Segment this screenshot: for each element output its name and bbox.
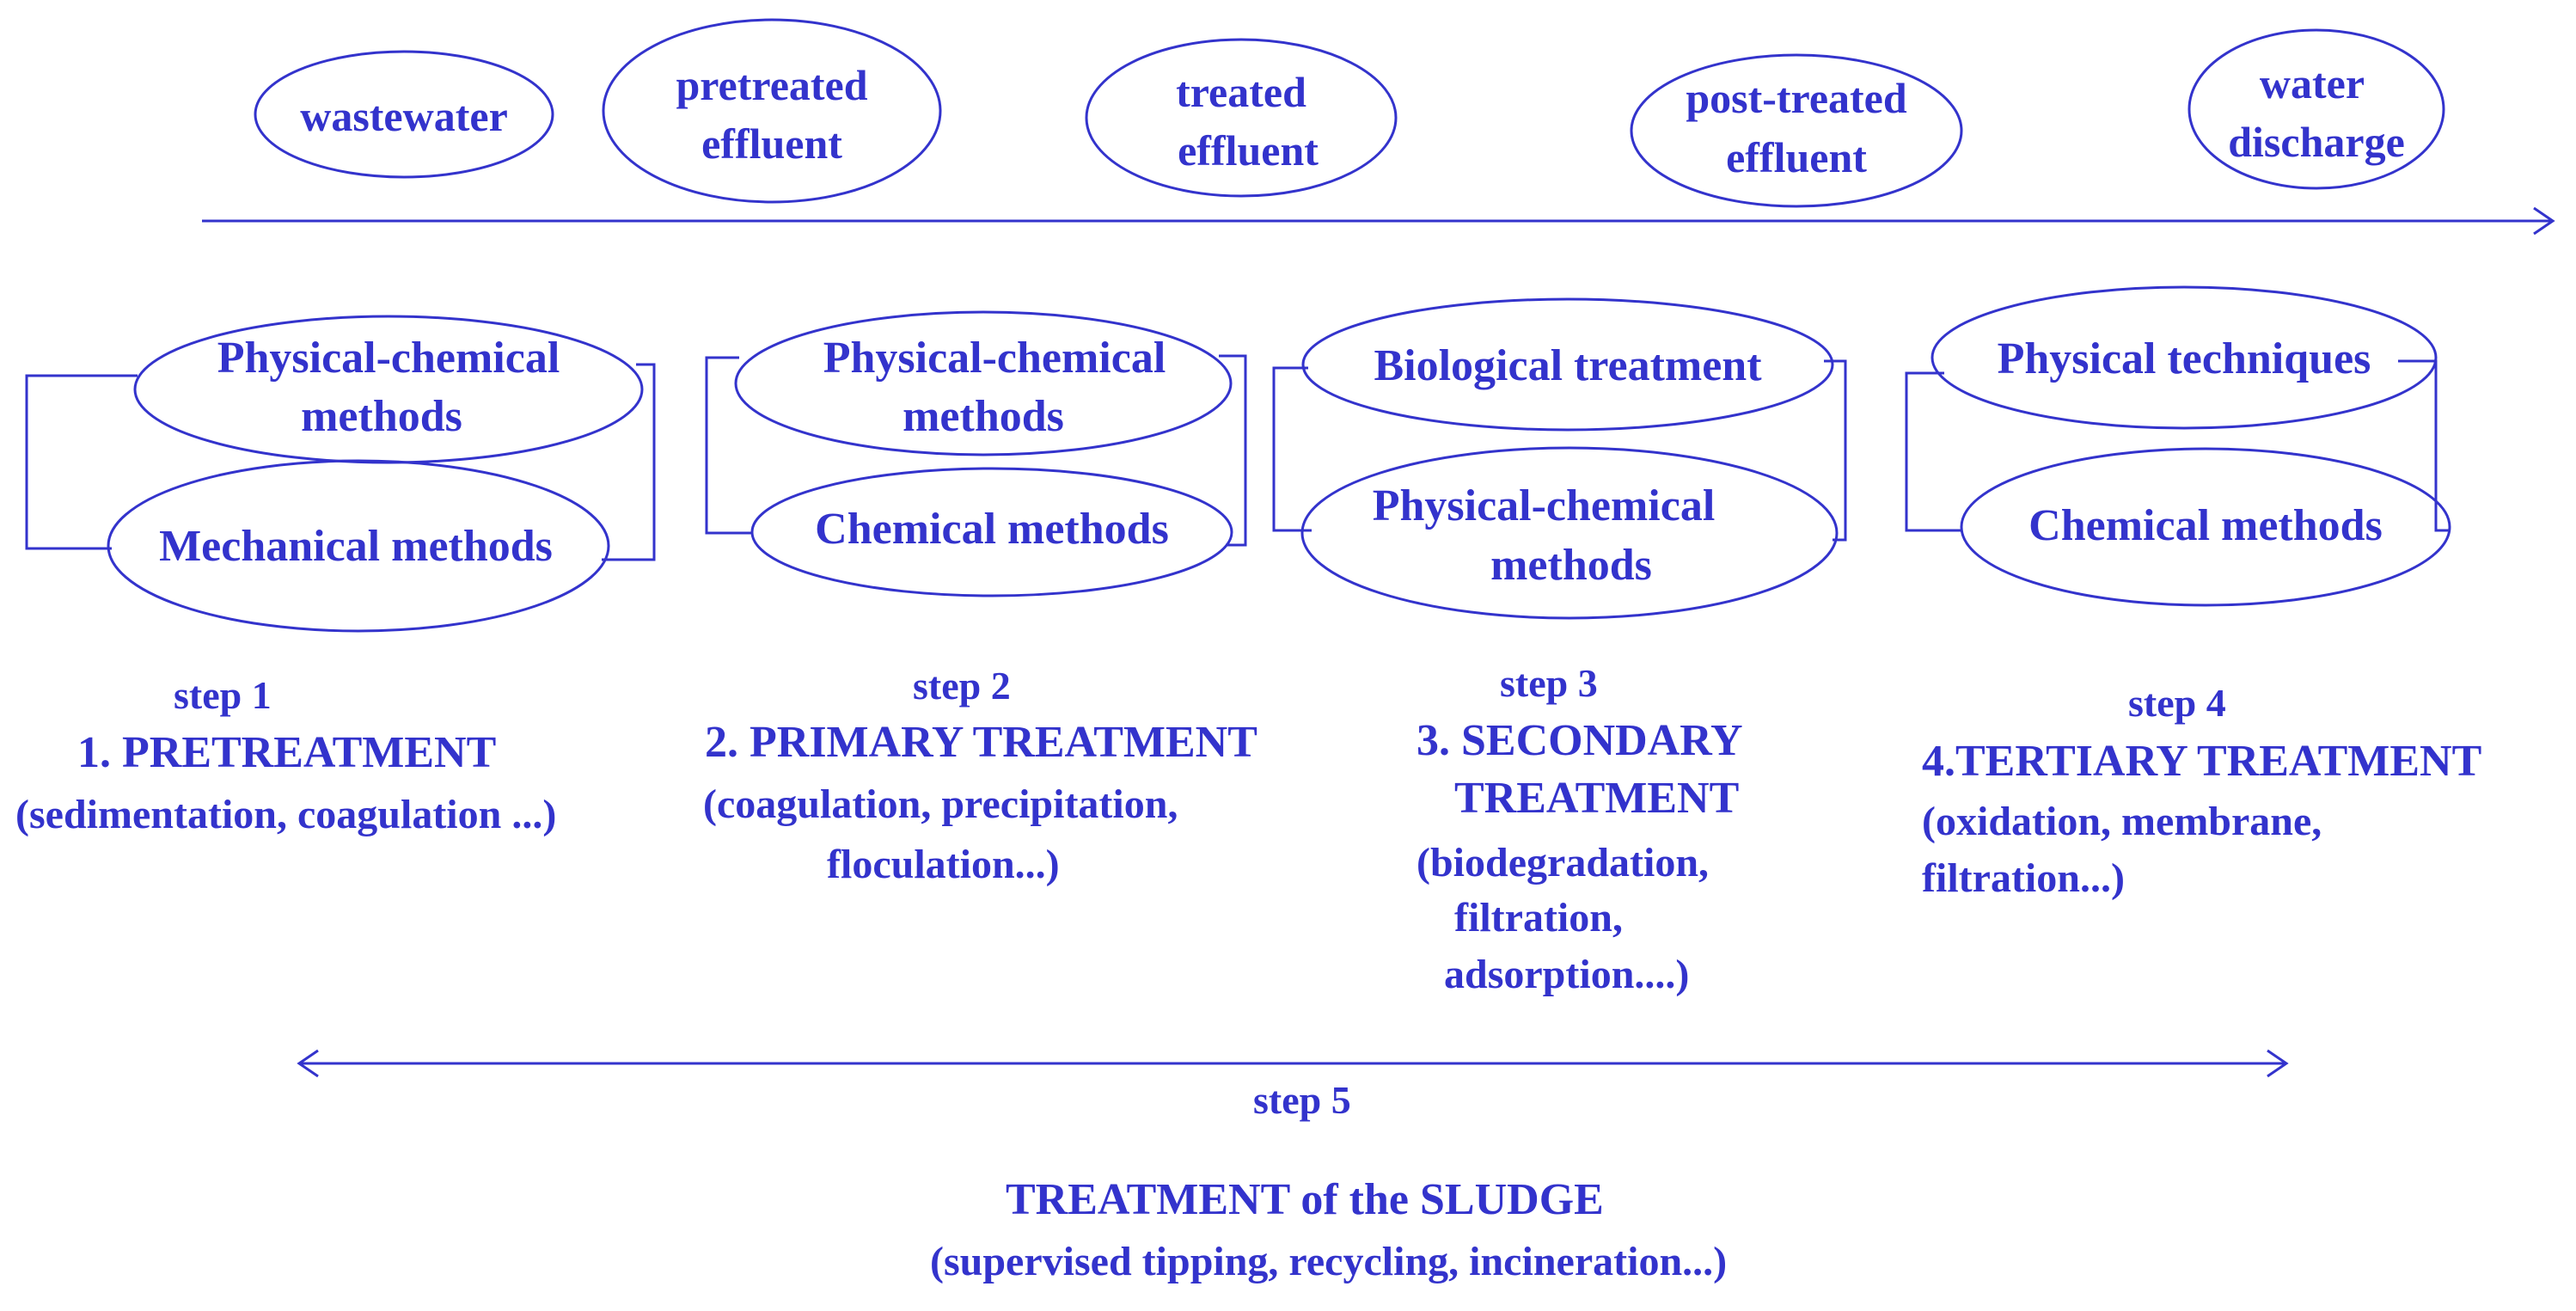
sludge-double-arrow (297, 1049, 2289, 1078)
g4-chemical-label: Chemical methods (2028, 501, 2383, 550)
step4-desc-line1: (oxidation, membrane, (1922, 799, 2322, 844)
step4-label: step 4 (2128, 681, 2226, 725)
pretreatment-methods-group (25, 315, 656, 633)
post-treated-effluent-node (1630, 53, 1963, 208)
g3-physical-chemical-node (1300, 446, 1839, 620)
step1-desc: (sedimentation, coagulation ...) (15, 792, 557, 837)
g4-left-bracket (1905, 371, 1961, 532)
process-flow-arrow (202, 206, 2555, 236)
g2-physical-chemical-node (734, 310, 1233, 456)
secondary-methods-group (1272, 297, 1847, 620)
treated-label-line1: treated (1176, 68, 1306, 116)
step2-desc-line2: floculation...) (827, 842, 1060, 887)
tertiary-methods-group (1905, 285, 2451, 607)
g4-physical-techniques-label: Physical techniques (1997, 334, 2371, 383)
g3-physical-chemical-label-line1: Physical-chemical (1372, 481, 1716, 530)
post-treated-label-line1: post-treated (1686, 74, 1907, 122)
step3-label: step 3 (1500, 661, 1598, 705)
discharge-label-line1: water (2259, 59, 2365, 107)
step1-label: step 1 (174, 673, 272, 717)
treated-effluent-node (1085, 38, 1398, 198)
wastewater-node (254, 50, 554, 179)
g3-right-bracket (1824, 359, 1847, 542)
step2-desc-line1: (coagulation, precipitation, (703, 781, 1178, 827)
primary-methods-group (705, 310, 1247, 597)
g1-physical-chemical-label-line2: methods (301, 392, 462, 441)
step3-desc-line3: adsorption....) (1444, 952, 1690, 997)
g1-mechanical-label: Mechanical methods (159, 522, 553, 571)
g2-chemical-label: Chemical methods (815, 505, 1169, 554)
pretreated-label-line1: pretreated (676, 61, 868, 109)
g4-physical-techniques-node (1930, 285, 2438, 430)
g3-physical-chemical-label-line2: methods (1490, 541, 1652, 590)
g1-left-bracket (25, 374, 138, 550)
step1-title: 1. PRETREATMENT (77, 728, 497, 777)
step5-desc: (supervised tipping, recycling, incinera… (930, 1239, 1728, 1284)
step3-title-line2: TREATMENT (1454, 774, 1740, 823)
step5-title: TREATMENT of the SLUDGE (1006, 1175, 1604, 1224)
g1-right-bracket (602, 363, 656, 561)
step2-label: step 2 (913, 664, 1011, 708)
g3-left-bracket (1272, 366, 1312, 532)
g2-right-bracket (1219, 354, 1247, 547)
g2-physical-chemical-label-line1: Physical-chemical (823, 334, 1166, 383)
g3-biological-label: Biological treatment (1374, 341, 1762, 390)
g4-right-bracket (2398, 359, 2450, 532)
g2-left-bracket (705, 356, 753, 535)
step5-label: step 5 (1253, 1078, 1351, 1122)
g1-physical-chemical-label-line1: Physical-chemical (217, 334, 560, 383)
pretreated-effluent-node (602, 18, 942, 204)
post-treated-label-line2: effluent (1726, 133, 1867, 181)
g3-biological-node (1301, 297, 1834, 432)
g4-chemical-node (1960, 447, 2451, 607)
wastewater-label: wastewater (300, 92, 508, 140)
discharge-label-line2: discharge (2228, 118, 2405, 166)
step3-desc-line2: filtration, (1454, 895, 1623, 940)
step4-title: 4.TERTIARY TREATMENT (1922, 737, 2482, 786)
step2-title: 2. PRIMARY TREATMENT (705, 718, 1257, 767)
g1-mechanical-node (107, 459, 610, 633)
step4-desc-line2: filtration...) (1922, 855, 2125, 901)
g2-physical-chemical-label-line2: methods (903, 392, 1064, 441)
step3-title-line1: 3. SECONDARY (1416, 716, 1743, 765)
step3-desc-line1: (biodegradation, (1416, 840, 1710, 885)
water-discharge-node (2187, 28, 2445, 190)
treated-label-line2: effluent (1178, 126, 1319, 175)
pretreated-label-line2: effluent (701, 119, 842, 168)
